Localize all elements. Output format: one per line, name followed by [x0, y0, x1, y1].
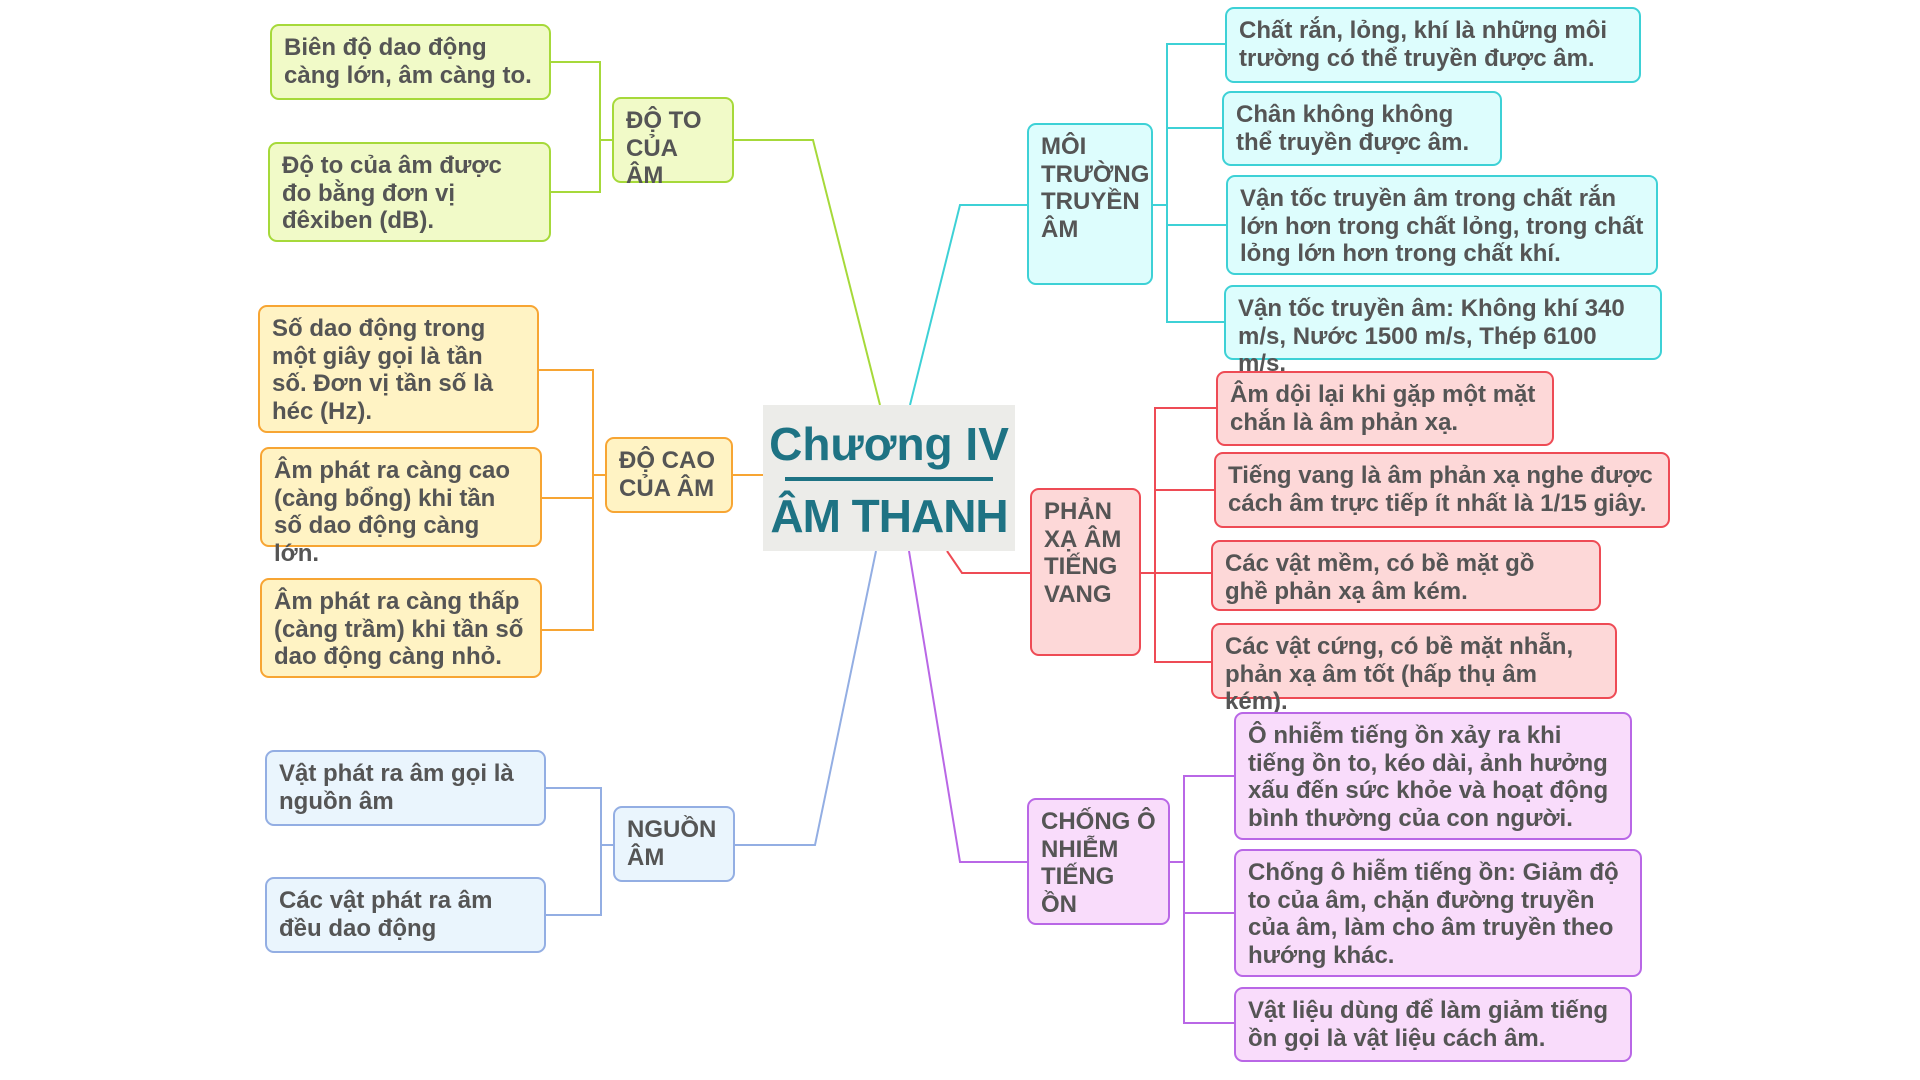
link-chong-on-item1 [1170, 775, 1234, 863]
central-topic[interactable]: Chương IV ÂM THANH [763, 405, 1015, 551]
do-to-item-2[interactable]: Độ to của âm được đo bằng đơn vị đêxiben… [268, 142, 551, 242]
link-center-do-to [734, 139, 881, 406]
topic-chong-on[interactable]: CHỐNG Ô NHIỄM TIẾNG ỒN [1027, 798, 1170, 925]
link-center-nguon-am [735, 550, 877, 846]
topic-nguon-am[interactable]: NGUỒN ÂM [613, 806, 735, 882]
link-nguon-am-item1 [546, 787, 615, 846]
phan-xa-item-4[interactable]: Các vật cứng, có bề mặt nhẵn, phản xạ âm… [1211, 623, 1617, 715]
link-chong-on-item3 [1183, 913, 1234, 1024]
topic-moi-truong[interactable]: MÔI TRƯỜNG TRUYỀN ÂM [1027, 123, 1153, 285]
moi-truong-item-3[interactable]: Vận tốc truyền âm trong chất rắn lớn hơn… [1226, 175, 1658, 275]
link-do-cao-item2 [542, 475, 594, 499]
link-moi-truong-item3 [1166, 205, 1226, 226]
do-cao-item-3[interactable]: Âm phát ra càng thấp (càng trầm) khi tần… [260, 578, 542, 678]
nguon-am-item-2[interactable]: Các vật phát ra âm đều dao động [265, 877, 546, 953]
moi-truong-item-4[interactable]: Vận tốc truyền âm: Không khí 340 m/s, Nư… [1224, 285, 1662, 377]
link-center-chong-on [908, 550, 1027, 863]
topic-do-to[interactable]: ĐỘ TO CỦA ÂM [612, 97, 734, 189]
do-cao-item-1[interactable]: Số dao động trong một giây gọi là tần số… [258, 305, 539, 433]
link-chong-on-item2 [1183, 862, 1234, 914]
phan-xa-item-2[interactable]: Tiếng vang là âm phản xạ nghe được cách … [1214, 452, 1670, 528]
chapter-label: Chương IV [769, 418, 1009, 470]
link-do-cao-item1 [539, 369, 605, 476]
chapter-title: ÂM THANH [770, 490, 1008, 542]
link-do-to-item2 [551, 140, 601, 193]
do-to-item-1[interactable]: Biên độ dao động càng lớn, âm càng to. [270, 24, 551, 100]
link-center-moi-truong [909, 204, 1027, 406]
link-center-phan-xa [946, 550, 1030, 574]
link-moi-truong-item1 [1153, 43, 1225, 206]
phan-xa-item-1[interactable]: Âm dội lại khi gặp một mặt chắn là âm ph… [1216, 371, 1554, 446]
chong-on-item-2[interactable]: Chống ô hiễm tiếng ồn: Giảm độ to của âm… [1234, 849, 1642, 977]
do-cao-item-2[interactable]: Âm phát ra càng cao (càng bổng) khi tần … [260, 447, 542, 567]
chong-on-item-1[interactable]: Ô nhiễm tiếng ồn xảy ra khi tiếng ồn to,… [1234, 712, 1632, 840]
link-phan-xa-item4 [1154, 573, 1211, 663]
chong-on-item-3[interactable]: Vật liệu dùng để làm giảm tiếng ồn gọi l… [1234, 987, 1632, 1062]
moi-truong-item-2[interactable]: Chân không không thể truyền được âm. [1222, 91, 1502, 166]
title-divider [785, 477, 993, 481]
phan-xa-item-3[interactable]: Các vật mềm, có bề mặt gồ ghề phản xạ âm… [1211, 540, 1601, 611]
link-do-cao-item3 [542, 498, 594, 631]
topic-do-cao[interactable]: ĐỘ CAO CỦA ÂM [605, 437, 733, 513]
moi-truong-item-1[interactable]: Chất rắn, lỏng, khí là những môi trường … [1225, 7, 1641, 83]
nguon-am-item-1[interactable]: Vật phát ra âm gọi là nguồn âm [265, 750, 546, 826]
link-do-to-item1 [551, 61, 612, 141]
link-moi-truong-item4 [1166, 225, 1224, 323]
topic-phan-xa[interactable]: PHẢN XẠ ÂM TIẾNG VANG [1030, 488, 1141, 656]
link-nguon-am-item2 [546, 845, 602, 916]
